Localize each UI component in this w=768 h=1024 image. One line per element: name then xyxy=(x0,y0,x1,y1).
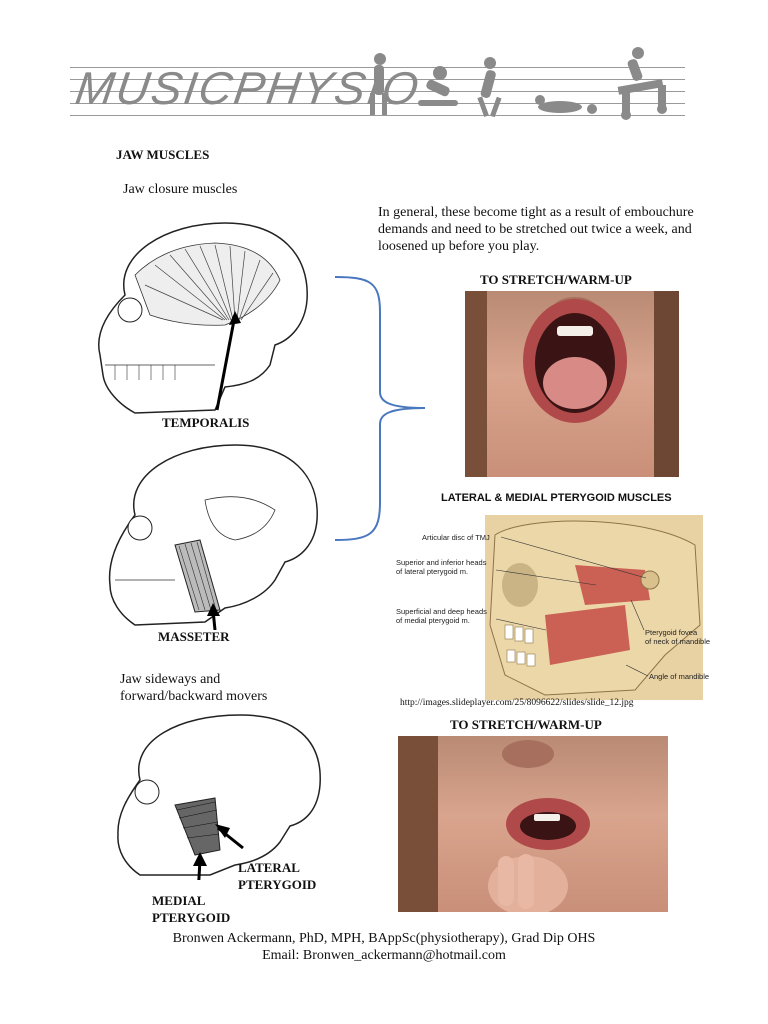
stretch-label-1: TO STRETCH/WARM-UP xyxy=(480,272,632,287)
sideways-subheading-line2: forward/backward movers xyxy=(120,689,268,704)
sideways-subheading-line1: Jaw sideways and xyxy=(120,672,221,687)
closure-subheading: Jaw closure muscles xyxy=(123,182,238,197)
musicphysio-banner: MUSICPHYSIO xyxy=(70,45,690,125)
side-jaw-photo xyxy=(398,736,668,912)
mouth-open-shape xyxy=(523,297,627,423)
masseter-label: MASSETER xyxy=(158,629,230,644)
diagram-label-medial-1: Superficial and deep heads xyxy=(396,607,487,616)
temporalis-skull-illustration xyxy=(98,222,308,414)
dancing-figures-icon xyxy=(370,47,667,120)
diagram-label-fovea-2: of neck of mandible xyxy=(645,637,711,646)
lateral-label-line1: LATERAL xyxy=(238,860,300,875)
hair-left-2 xyxy=(398,736,438,912)
temporalis-label: TEMPORALIS xyxy=(162,415,250,430)
diagram-label-fovea-1: Pterygoid fovea xyxy=(645,628,698,637)
diagram-label-disc: Articular disc of TMJ xyxy=(422,533,490,542)
diagram-label-lateral-2: of lateral pterygoid m. xyxy=(396,567,469,576)
medial-label-line1: MEDIAL xyxy=(152,893,206,908)
masseter-skull-illustration xyxy=(108,444,318,630)
pterygoid-anatomy-diagram xyxy=(485,515,703,700)
diagram-title: LATERAL & MEDIAL PTERYGOID MUSCLES xyxy=(441,492,672,504)
footer-email[interactable]: Email: Bronwen_ackermann@hotmail.com xyxy=(262,948,506,963)
diagram-leader-lines xyxy=(495,536,649,677)
pterygoid-skull-illustration xyxy=(117,714,321,880)
side-mouth-shape xyxy=(488,740,590,912)
stretch-label-2: TO STRETCH/WARM-UP xyxy=(450,717,602,732)
medial-label-line2: PTERYGOID xyxy=(152,910,231,925)
diagram-label-angle: Angle of mandible xyxy=(649,672,710,681)
lateral-label-line2: PTERYGOID xyxy=(238,877,317,892)
intro-paragraph: In general, these become tight as a resu… xyxy=(378,205,694,254)
hair-left xyxy=(465,291,487,477)
open-mouth-photo xyxy=(465,291,679,477)
page-title: JAW MUSCLES xyxy=(116,147,210,162)
grouping-brace xyxy=(334,276,426,541)
footer-credentials: Bronwen Ackermann, PhD, MPH, BAppSc(phys… xyxy=(172,931,596,946)
pterygoid-diagram-drawing xyxy=(489,520,701,696)
hair-right xyxy=(654,291,679,477)
diagram-label-lateral-1: Superior and inferior heads xyxy=(396,558,487,567)
image-source-url[interactable]: http://images.slideplayer.com/25/8096622… xyxy=(400,698,634,708)
diagram-label-medial-2: of medial pterygoid m. xyxy=(396,616,470,625)
